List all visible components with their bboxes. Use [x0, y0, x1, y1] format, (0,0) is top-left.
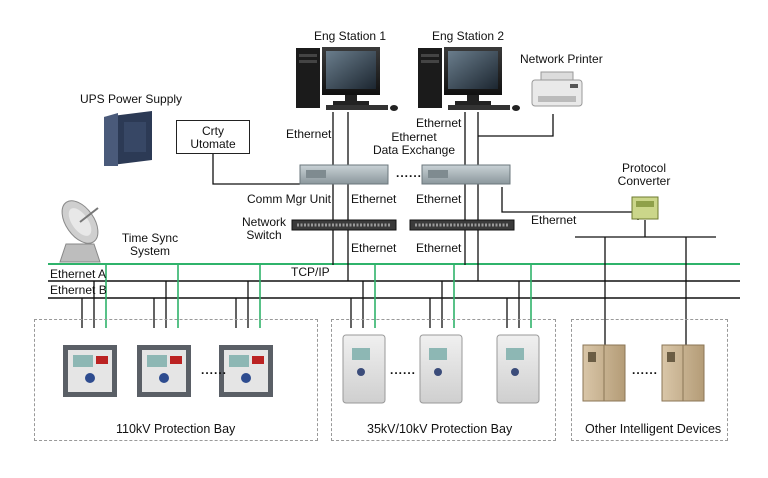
bay-110kv-ellipsis: ...... — [201, 363, 228, 377]
crty-utomate-box: Crty Utomate — [176, 120, 250, 154]
protocol-converter-device — [631, 196, 659, 220]
ethernet-label-2: Ethernet — [416, 116, 462, 130]
satellite-dish-icon — [59, 200, 101, 263]
ups-label: UPS Power Supply — [80, 92, 183, 106]
bay-other-title: Other Intelligent Devices — [585, 422, 722, 436]
time-sync-line1: Time Sync — [121, 231, 179, 245]
relay-110kv-3 — [219, 345, 273, 397]
ethernet-b-bus — [48, 280, 740, 299]
bay-other-ellipsis: ...... — [632, 363, 659, 377]
eng-station-1-computer — [296, 47, 398, 111]
tcp-ip-label: TCP/IP — [291, 265, 330, 279]
crty-line1: Crty — [202, 124, 224, 138]
cabinet-device-1 — [582, 344, 626, 402]
relay-110kv-2 — [137, 345, 191, 397]
bay-110kv-title: 110kV Protection Bay — [116, 422, 236, 436]
crty-line2: Utomate — [190, 137, 236, 151]
network-switch-2 — [409, 219, 515, 231]
rack-ellipsis: ...... — [396, 166, 423, 180]
data-exchange-unit-2 — [421, 164, 511, 185]
eng-station-1-label: Eng Station 1 — [314, 29, 387, 43]
ethernet-a-drops — [105, 264, 532, 328]
network-printer-label: Network Printer — [520, 52, 603, 66]
bay-35kv-ellipsis: ...... — [390, 363, 417, 377]
ethernet-label-6: Ethernet — [351, 241, 397, 255]
bay-110kv-box — [34, 319, 318, 441]
network-switch-label: Network Switch — [240, 216, 288, 242]
bay-35kv-title: 35kV/10kV Protection Bay — [367, 422, 513, 436]
protocol-converter-line1: Protocol — [621, 161, 667, 175]
eng-station-2-computer — [418, 47, 520, 111]
bay-35kv-box — [331, 319, 556, 441]
relay-35kv-3 — [496, 334, 540, 404]
data-exchange-unit-1 — [299, 164, 389, 185]
network-switch-1 — [291, 219, 397, 231]
relay-110kv-1 — [63, 345, 117, 397]
ethernet-b-label: Ethernet B — [50, 283, 107, 297]
ethernet-data-exchange-line1: Ethernet — [391, 130, 437, 144]
network-switch-line2: Switch — [246, 228, 282, 242]
ethernet-label-4: Ethernet — [416, 192, 462, 206]
time-sync-label: Time Sync System — [118, 232, 182, 258]
network-switch-line1: Network — [241, 215, 286, 229]
bay-other-box — [571, 319, 728, 441]
ethernet-data-exchange-line2: Data Exchange — [372, 143, 456, 157]
ethernet-label-3: Ethernet — [351, 192, 397, 206]
ethernet-a-label: Ethernet A — [50, 267, 107, 281]
protocol-converter-line2: Converter — [617, 174, 671, 188]
ethernet-label-5: Ethernet — [531, 213, 577, 227]
ethernet-label-1: Ethernet — [286, 127, 332, 141]
time-sync-line2: System — [129, 244, 170, 258]
ethernet-label-7: Ethernet — [416, 241, 462, 255]
ethernet-data-exchange-label: Ethernet Data Exchange — [364, 131, 464, 157]
ups-device — [104, 111, 152, 166]
eng-station-2-label: Eng Station 2 — [432, 29, 505, 43]
comm-mgr-unit-label: Comm Mgr Unit — [247, 192, 332, 206]
network-printer-device — [531, 71, 583, 107]
relay-35kv-1 — [342, 334, 386, 404]
connection-lines — [81, 112, 687, 345]
cabinet-device-2 — [661, 344, 705, 402]
protocol-converter-label: Protocol Converter — [614, 162, 674, 188]
relay-35kv-2 — [419, 334, 463, 404]
